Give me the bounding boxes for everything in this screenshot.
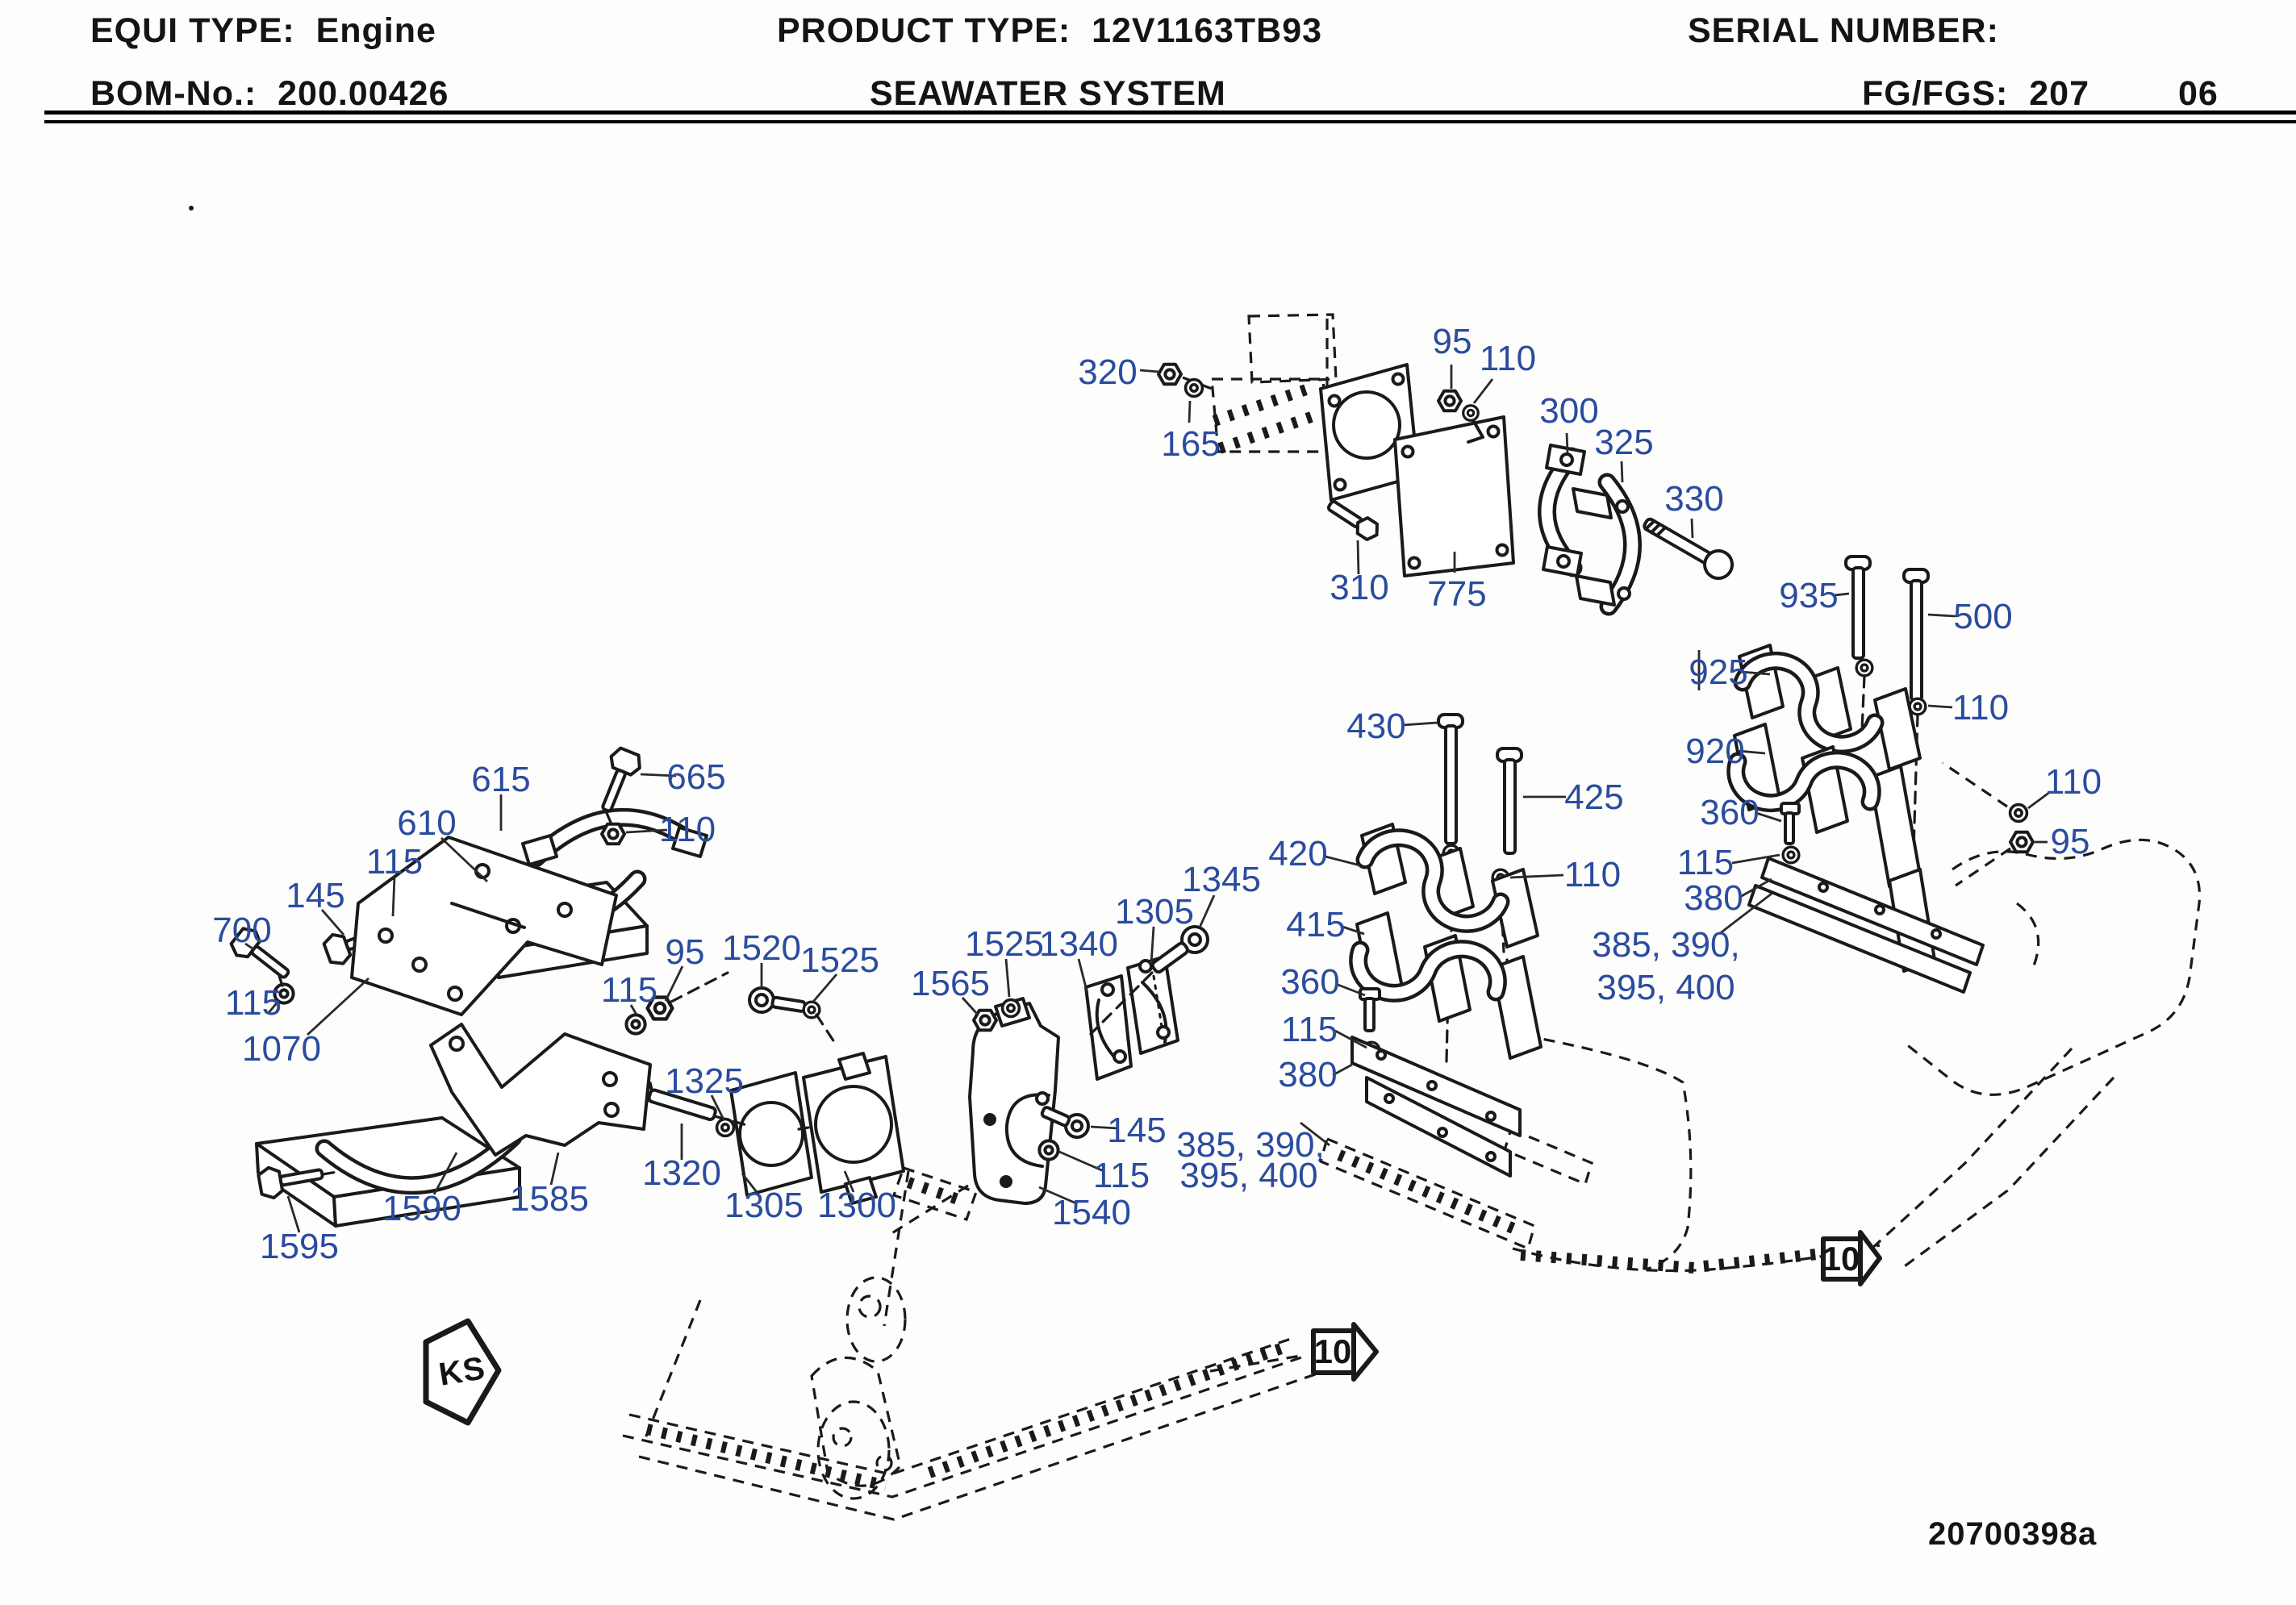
part-label-615: 615 (471, 760, 531, 799)
part-label-360: 360 (1700, 793, 1760, 832)
part-label-115: 115 (1676, 843, 1735, 882)
part-label-395-400: 395, 400 (1597, 968, 1735, 1007)
ref-arrow-10-a: 10 (1313, 1332, 1352, 1370)
header-divider (44, 110, 2296, 123)
page-speck (189, 206, 194, 211)
part-label-1540: 1540 (1052, 1193, 1131, 1232)
part-label-325: 325 (1594, 423, 1654, 462)
assembly-outlet-flange (1157, 362, 1735, 616)
part-label-1305: 1305 (724, 1186, 804, 1225)
part-label-95: 95 (2050, 822, 2090, 861)
part-label-115: 115 (224, 983, 282, 1023)
system-name: SEAWATER SYSTEM (870, 74, 1226, 113)
part-label-1520: 1520 (722, 928, 801, 968)
part-label-110: 110 (2044, 762, 2102, 802)
part-label-385-390: 385, 390, (1592, 925, 1740, 965)
part-label-380: 380 (1278, 1055, 1338, 1094)
part-label-115: 115 (1092, 1156, 1150, 1195)
assembly-right-clamps (1726, 555, 2035, 994)
drawing-number: 20700398a (1928, 1516, 2098, 1552)
part-label-115: 115 (365, 842, 424, 882)
assembly-left-clamps (226, 744, 905, 1228)
part-label-425: 425 (1564, 777, 1624, 817)
part-label-310: 310 (1330, 568, 1389, 607)
assembly-middle-clamps (1349, 713, 1542, 1178)
part-label-1305: 1305 (1115, 892, 1194, 932)
part-label-95: 95 (665, 932, 705, 972)
part-label-920: 920 (1685, 732, 1745, 771)
part-label-1585: 1585 (510, 1179, 589, 1219)
part-label-1320: 1320 (642, 1153, 721, 1193)
part-label-95: 95 (1432, 322, 1472, 361)
bom-no: BOM-No.: 200.00426 (90, 74, 449, 113)
fg-fgs-code: 06 (2178, 74, 2219, 113)
fg-fgs: FG/FGS: 207 (1862, 74, 2090, 113)
part-label-610: 610 (397, 803, 457, 843)
ks-flag-label: KS (436, 1350, 488, 1393)
part-label-700: 700 (212, 911, 272, 950)
part-label-300: 300 (1539, 391, 1599, 431)
part-label-145: 145 (286, 876, 345, 915)
part-label-110: 110 (1479, 339, 1537, 378)
part-label-1070: 1070 (242, 1029, 321, 1069)
part-label-1345: 1345 (1182, 860, 1261, 899)
part-label-1595: 1595 (260, 1227, 339, 1266)
part-label-775: 775 (1427, 574, 1487, 614)
part-label-165: 165 (1161, 424, 1221, 464)
flag-shapes (423, 1230, 1882, 1426)
part-label-110: 110 (1563, 855, 1622, 894)
equi-type: EQUI TYPE: Engine (90, 11, 436, 50)
part-label-145: 145 (1107, 1111, 1167, 1150)
product-type: PRODUCT TYPE: 12V1163TB93 (777, 11, 1323, 50)
part-label-935: 935 (1779, 576, 1839, 615)
part-label-395-400: 395, 400 (1179, 1156, 1318, 1195)
part-label-360: 360 (1280, 962, 1340, 1002)
part-label-1565: 1565 (911, 964, 990, 1003)
part-label-115: 115 (1280, 1010, 1338, 1049)
part-label-500: 500 (1953, 597, 2013, 636)
part-label-665: 665 (666, 757, 726, 797)
part-label-430: 430 (1346, 707, 1406, 746)
part-label-1300: 1300 (817, 1186, 896, 1225)
part-label-1590: 1590 (382, 1189, 461, 1228)
part-label-1525: 1525 (965, 924, 1044, 964)
part-label-420: 420 (1268, 834, 1328, 873)
leader-lines (244, 365, 2051, 1233)
part-label-110: 110 (658, 810, 716, 849)
part-label-320: 320 (1078, 352, 1138, 392)
part-label-380: 380 (1684, 878, 1743, 918)
part-label-415: 415 (1286, 905, 1346, 944)
part-label-385-390: 385, 390, (1176, 1125, 1325, 1165)
part-label-115: 115 (600, 970, 658, 1010)
part-label-925: 925 (1689, 652, 1748, 692)
part-label-330: 330 (1664, 479, 1724, 519)
serial-number: SERIAL NUMBER: (1688, 11, 1999, 50)
part-label-1340: 1340 (1039, 924, 1118, 964)
assembly-centre-bracket (968, 925, 1209, 1205)
part-label-1325: 1325 (665, 1061, 744, 1101)
ref-arrow-10-b: 10 (1822, 1240, 1860, 1278)
part-label-1525: 1525 (800, 940, 879, 980)
part-label-110: 110 (1952, 688, 2010, 727)
